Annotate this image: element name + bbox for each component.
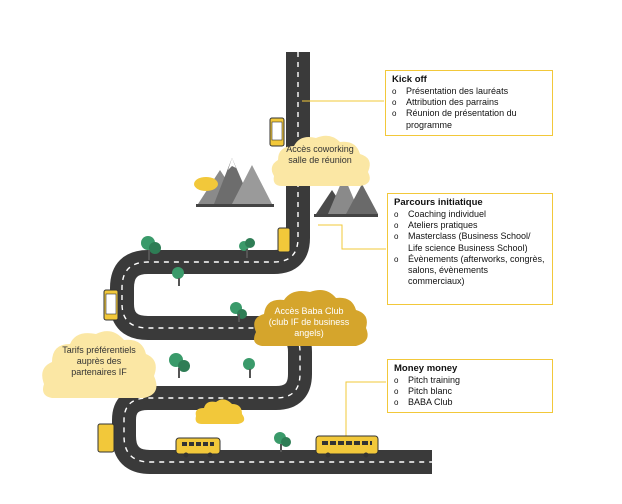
list-item-text: Ateliers pratiques bbox=[408, 220, 478, 231]
list-item: o Coaching individuel bbox=[394, 209, 547, 220]
mountains-right-icon bbox=[314, 176, 378, 217]
list-item-text: Évènements (afterworks, congrès, salons,… bbox=[408, 253, 545, 287]
list-item: o Ateliers pratiques bbox=[394, 220, 547, 231]
bullet-icon: o bbox=[392, 98, 397, 108]
bullet-icon: o bbox=[394, 221, 399, 231]
list-item-text: Pitch blanc bbox=[408, 386, 453, 397]
bullet-icon: o bbox=[394, 376, 399, 385]
bullet-icon: o bbox=[394, 387, 399, 397]
cloud-tarifs bbox=[42, 331, 157, 398]
bullet-icon: o bbox=[394, 254, 399, 264]
list-item-text: Pitch training bbox=[408, 375, 461, 385]
list-item-text: Attribution des parrains bbox=[406, 97, 499, 108]
bullet-icon: o bbox=[394, 210, 399, 219]
bullet-icon: o bbox=[392, 87, 397, 96]
cloud-text-baba: Accès Baba Club (club IF de business ang… bbox=[268, 306, 350, 338]
list-item-text: BABA Club bbox=[408, 397, 453, 408]
connector-lines bbox=[302, 100, 386, 437]
cloud-text-coworking: Accès coworking salle de réunion bbox=[286, 144, 354, 165]
bullet-icon: o bbox=[394, 398, 399, 408]
trees-icon bbox=[141, 236, 291, 452]
list-item-text: Coaching individuel bbox=[408, 209, 487, 219]
cloud-small bbox=[195, 399, 245, 424]
cloud-text-tarifs: Tarifs préférentiels auprès des partenai… bbox=[62, 345, 136, 377]
kickoff-title: Kick off bbox=[392, 74, 427, 85]
list-item-text: Réunion de présentation du programme bbox=[406, 108, 517, 130]
cloud-baba-club bbox=[254, 290, 368, 346]
list-item-text: Masterclass (Business School/ Life scien… bbox=[408, 231, 531, 253]
money-title: Money money bbox=[394, 363, 458, 374]
list-item: o Présentation des lauréats bbox=[392, 86, 547, 97]
cloud-coworking bbox=[271, 135, 370, 186]
list-item: o Attribution des parrains bbox=[392, 97, 547, 108]
parcours-title: Parcours initiatique bbox=[394, 197, 483, 208]
bullet-icon: o bbox=[392, 109, 397, 119]
list-item: o Évènements (afterworks, congrès, salons… bbox=[394, 254, 547, 288]
bus-icon bbox=[97, 117, 379, 458]
list-item: o Masterclass (Business School/ Life scie… bbox=[394, 231, 547, 253]
list-item: o Réunion de présentation du programme bbox=[392, 108, 547, 130]
list-item-text: Présentation des lauréats bbox=[406, 86, 509, 96]
parcours-box: Parcours initiatique o Coaching individue… bbox=[387, 193, 553, 305]
list-item: o Pitch training bbox=[394, 375, 547, 386]
list-item: o Pitch blanc bbox=[394, 386, 547, 397]
bullet-icon: o bbox=[394, 232, 399, 242]
list-item: o BABA Club bbox=[394, 397, 547, 408]
mountains-left-icon bbox=[194, 158, 274, 207]
